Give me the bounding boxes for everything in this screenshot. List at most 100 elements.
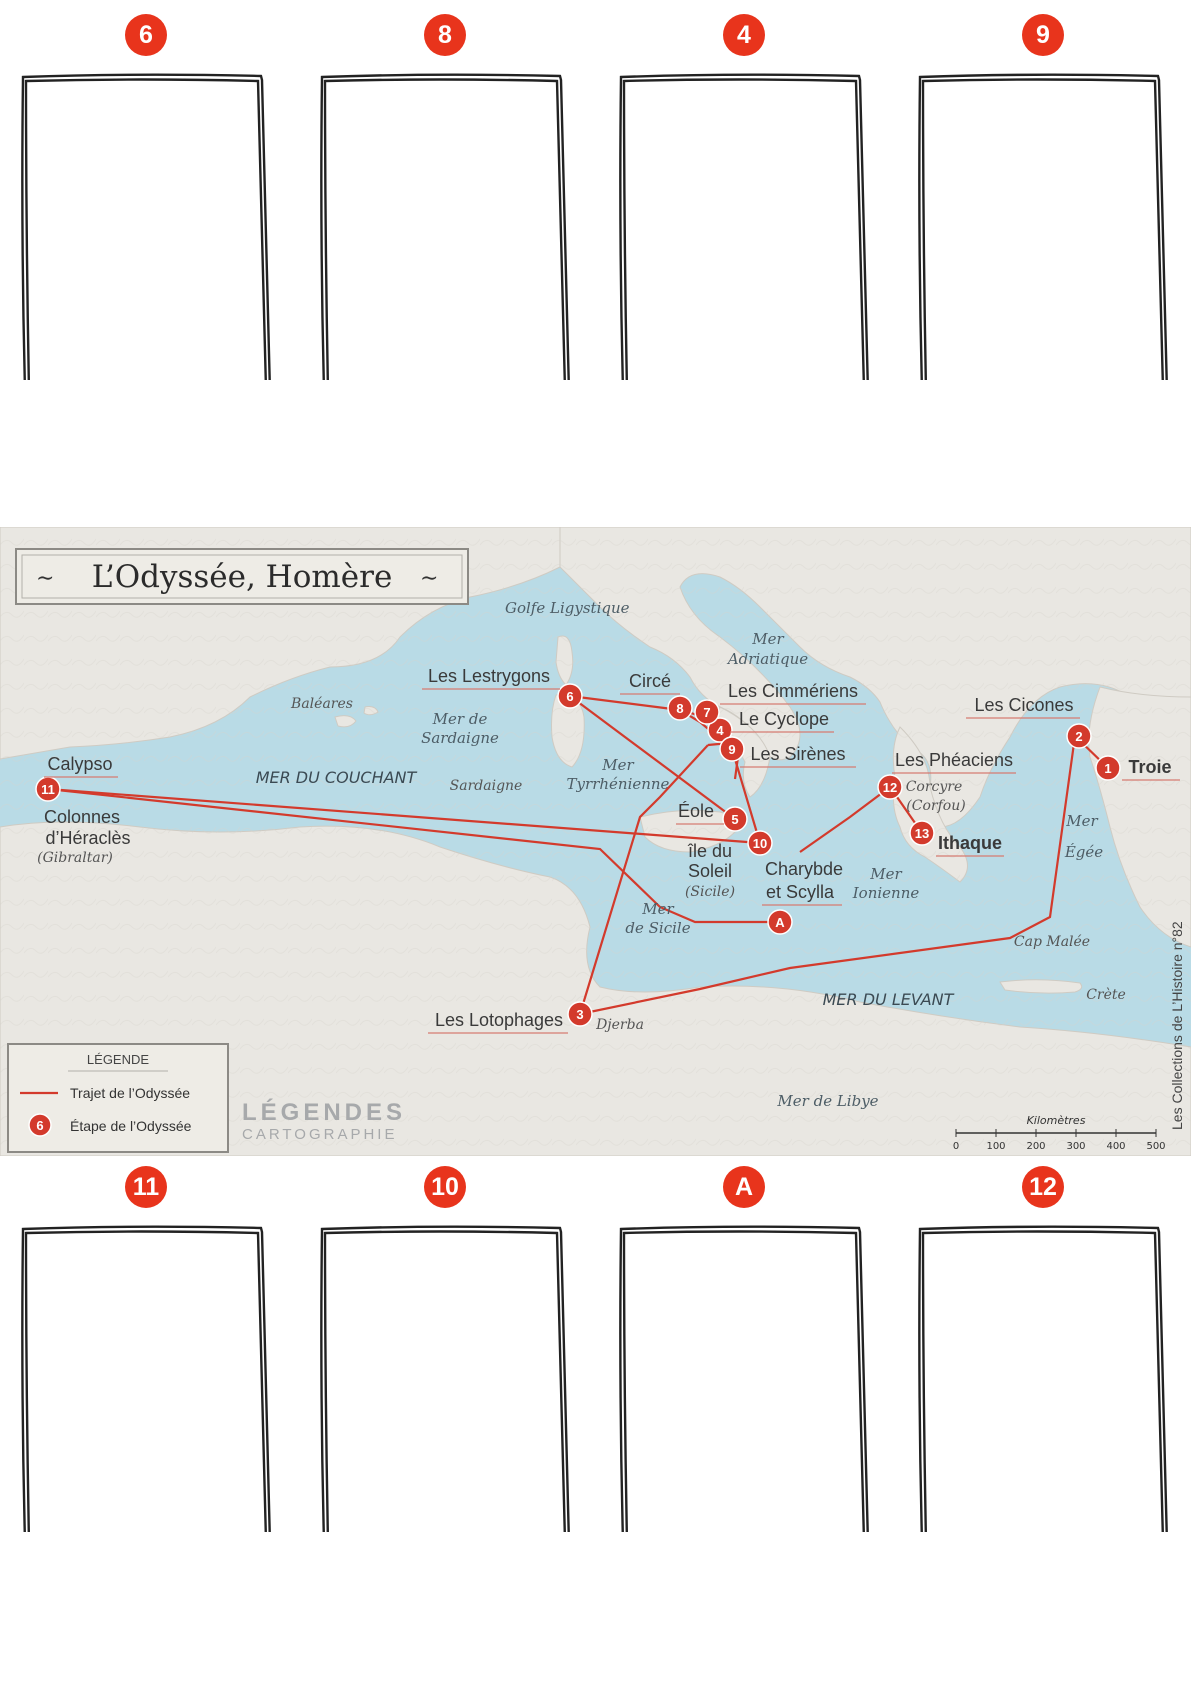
- scale-unit: Kilomètres: [1027, 1114, 1086, 1127]
- stop-marker[interactable]: 9: [719, 736, 745, 762]
- site-cimmeriens: Les Cimmériens: [728, 681, 858, 701]
- svg-text:10: 10: [753, 836, 767, 851]
- label-corcyre-1: Corcyre: [906, 779, 963, 795]
- svg-text:3: 3: [576, 1007, 583, 1022]
- label-tyrrhenienne-2: Tyrrhénienne: [567, 775, 670, 793]
- title-ornament-right: ∼: [420, 566, 438, 591]
- label-gibraltar: (Gibraltar): [37, 850, 113, 866]
- step-badge: 9: [1022, 14, 1064, 56]
- frame-top-4[interactable]: 9: [912, 14, 1174, 380]
- frame-bottom-3[interactable]: A: [613, 1166, 875, 1532]
- frame-top-1[interactable]: 6: [15, 14, 277, 380]
- label-couchant: MER DU COUCHANT: [256, 768, 418, 787]
- label-egee-2: Égée: [1064, 843, 1103, 861]
- stop-marker[interactable]: 13: [909, 820, 935, 846]
- site-colonnes-2: d’Héraclès: [45, 828, 130, 848]
- stop-marker[interactable]: 2: [1066, 723, 1092, 749]
- frame-bottom-2[interactable]: 10: [314, 1166, 576, 1532]
- scale-tick: 400: [1106, 1141, 1125, 1152]
- stop-marker[interactable]: 11: [35, 776, 61, 802]
- svg-text:1: 1: [1104, 761, 1111, 776]
- step-badge: 11: [125, 1166, 167, 1208]
- frame-bottom-1[interactable]: 11: [15, 1166, 277, 1532]
- site-ile-soleil-1: île du: [687, 841, 732, 861]
- stop-marker[interactable]: 5: [722, 806, 748, 832]
- stop-markers: 1 2 3 4 5 6 7 8 9 10 11 12 13 A: [35, 683, 1121, 1027]
- odyssey-map: ∼ L’Odyssée, Homère ∼ 1 2 3 4 5 6 7 8 9 …: [0, 527, 1191, 1156]
- stop-marker[interactable]: 10: [747, 830, 773, 856]
- empty-drawing-frame: [918, 1225, 1168, 1532]
- region-labels: Baléares Sardaigne Cap Malée Crète Djerb…: [37, 696, 1126, 1033]
- svg-text:13: 13: [915, 826, 929, 841]
- legend-stop-swatch: [28, 1113, 52, 1137]
- label-adriatique-1: Mer: [751, 630, 784, 648]
- scale-tick: 200: [1026, 1141, 1045, 1152]
- frame-top-2[interactable]: 8: [314, 14, 576, 380]
- step-badge: 6: [125, 14, 167, 56]
- stop-marker[interactable]: 6: [557, 683, 583, 709]
- site-charybde-1: Charybde: [765, 859, 843, 879]
- label-crete: Crète: [1086, 987, 1126, 1003]
- route-charybde-to-calypso: [47, 787, 761, 845]
- stop-marker[interactable]: 1: [1095, 755, 1121, 781]
- publisher-line-2: CARTOGRAPHIE: [242, 1126, 397, 1143]
- label-sardaigne: Sardaigne: [450, 778, 523, 794]
- empty-drawing-frame: [21, 1225, 271, 1532]
- frame-bottom-4[interactable]: 12: [912, 1166, 1174, 1532]
- site-pheaciens: Les Phéaciens: [895, 750, 1013, 770]
- empty-drawing-frame: [320, 73, 570, 380]
- route-calypso-to-a: [47, 787, 780, 924]
- map-legend: LÉGENDE Trajet de l’Odyssée 6 Étape de l…: [7, 1043, 229, 1153]
- svg-text:8: 8: [676, 701, 683, 716]
- step-badge: 10: [424, 1166, 466, 1208]
- stop-marker[interactable]: 12: [877, 774, 903, 800]
- site-calypso: Calypso: [47, 754, 112, 774]
- title-ornament-left: ∼: [36, 566, 54, 591]
- svg-text:6: 6: [566, 689, 573, 704]
- stop-marker[interactable]: 3: [567, 1001, 593, 1027]
- site-cicones: Les Cicones: [974, 695, 1073, 715]
- svg-text:7: 7: [703, 705, 710, 720]
- svg-text:4: 4: [716, 723, 724, 738]
- route-sirenes-to-charybde: [730, 748, 762, 844]
- site-sirenes: Les Sirènes: [750, 744, 845, 764]
- route-eole-to-lestrygons: [569, 695, 736, 820]
- empty-drawing-frame: [619, 73, 869, 380]
- scale-tick: 500: [1146, 1141, 1165, 1152]
- site-labels: Les Lestrygons Circé Les Cimmériens Le C…: [44, 666, 1180, 1034]
- empty-drawing-frame: [320, 1225, 570, 1532]
- empty-drawing-frame: [21, 73, 271, 380]
- site-colonnes-1: Colonnes: [44, 807, 120, 827]
- stop-marker[interactable]: A: [767, 909, 793, 935]
- svg-text:11: 11: [41, 782, 55, 797]
- stop-marker[interactable]: 7: [694, 699, 720, 725]
- label-levant: MER DU LEVANT: [823, 990, 955, 1009]
- site-troie: Troie: [1128, 757, 1171, 777]
- legend-route-label: Trajet de l’Odyssée: [70, 1085, 190, 1101]
- label-golfe: Golfe Ligystique: [505, 599, 630, 617]
- empty-drawing-frame: [619, 1225, 869, 1532]
- label-sicile: (Sicile): [685, 884, 735, 900]
- svg-text:6: 6: [36, 1118, 43, 1133]
- frame-top-3[interactable]: 4: [613, 14, 875, 380]
- sea-labels: Golfe Ligystique Mer Adriatique Mer de S…: [256, 599, 1104, 1110]
- label-tyrrhenienne-1: Mer: [601, 756, 634, 774]
- site-lestrygons: Les Lestrygons: [428, 666, 550, 686]
- label-ionienne-2: Ionienne: [852, 884, 920, 902]
- label-ionienne-1: Mer: [869, 865, 902, 883]
- svg-text:12: 12: [883, 780, 897, 795]
- label-djerba: Djerba: [595, 1017, 644, 1033]
- publisher-logo: LÉGENDES CARTOGRAPHIE: [242, 1098, 402, 1143]
- svg-text:2: 2: [1075, 729, 1082, 744]
- site-charybde-2: et Scylla: [766, 882, 835, 902]
- stop-marker[interactable]: 4: [707, 717, 733, 743]
- svg-text:9: 9: [728, 742, 735, 757]
- label-sicile-sea-1: Mer: [641, 900, 674, 918]
- label-sicile-sea-2: de Sicile: [625, 919, 690, 937]
- empty-drawing-frame: [918, 73, 1168, 380]
- route-pheaciens-to-ithaque: [799, 785, 923, 853]
- stop-marker[interactable]: 8: [667, 695, 693, 721]
- label-egee-1: Mer: [1065, 812, 1098, 830]
- site-lotophages: Les Lotophages: [435, 1010, 563, 1030]
- step-badge: 4: [723, 14, 765, 56]
